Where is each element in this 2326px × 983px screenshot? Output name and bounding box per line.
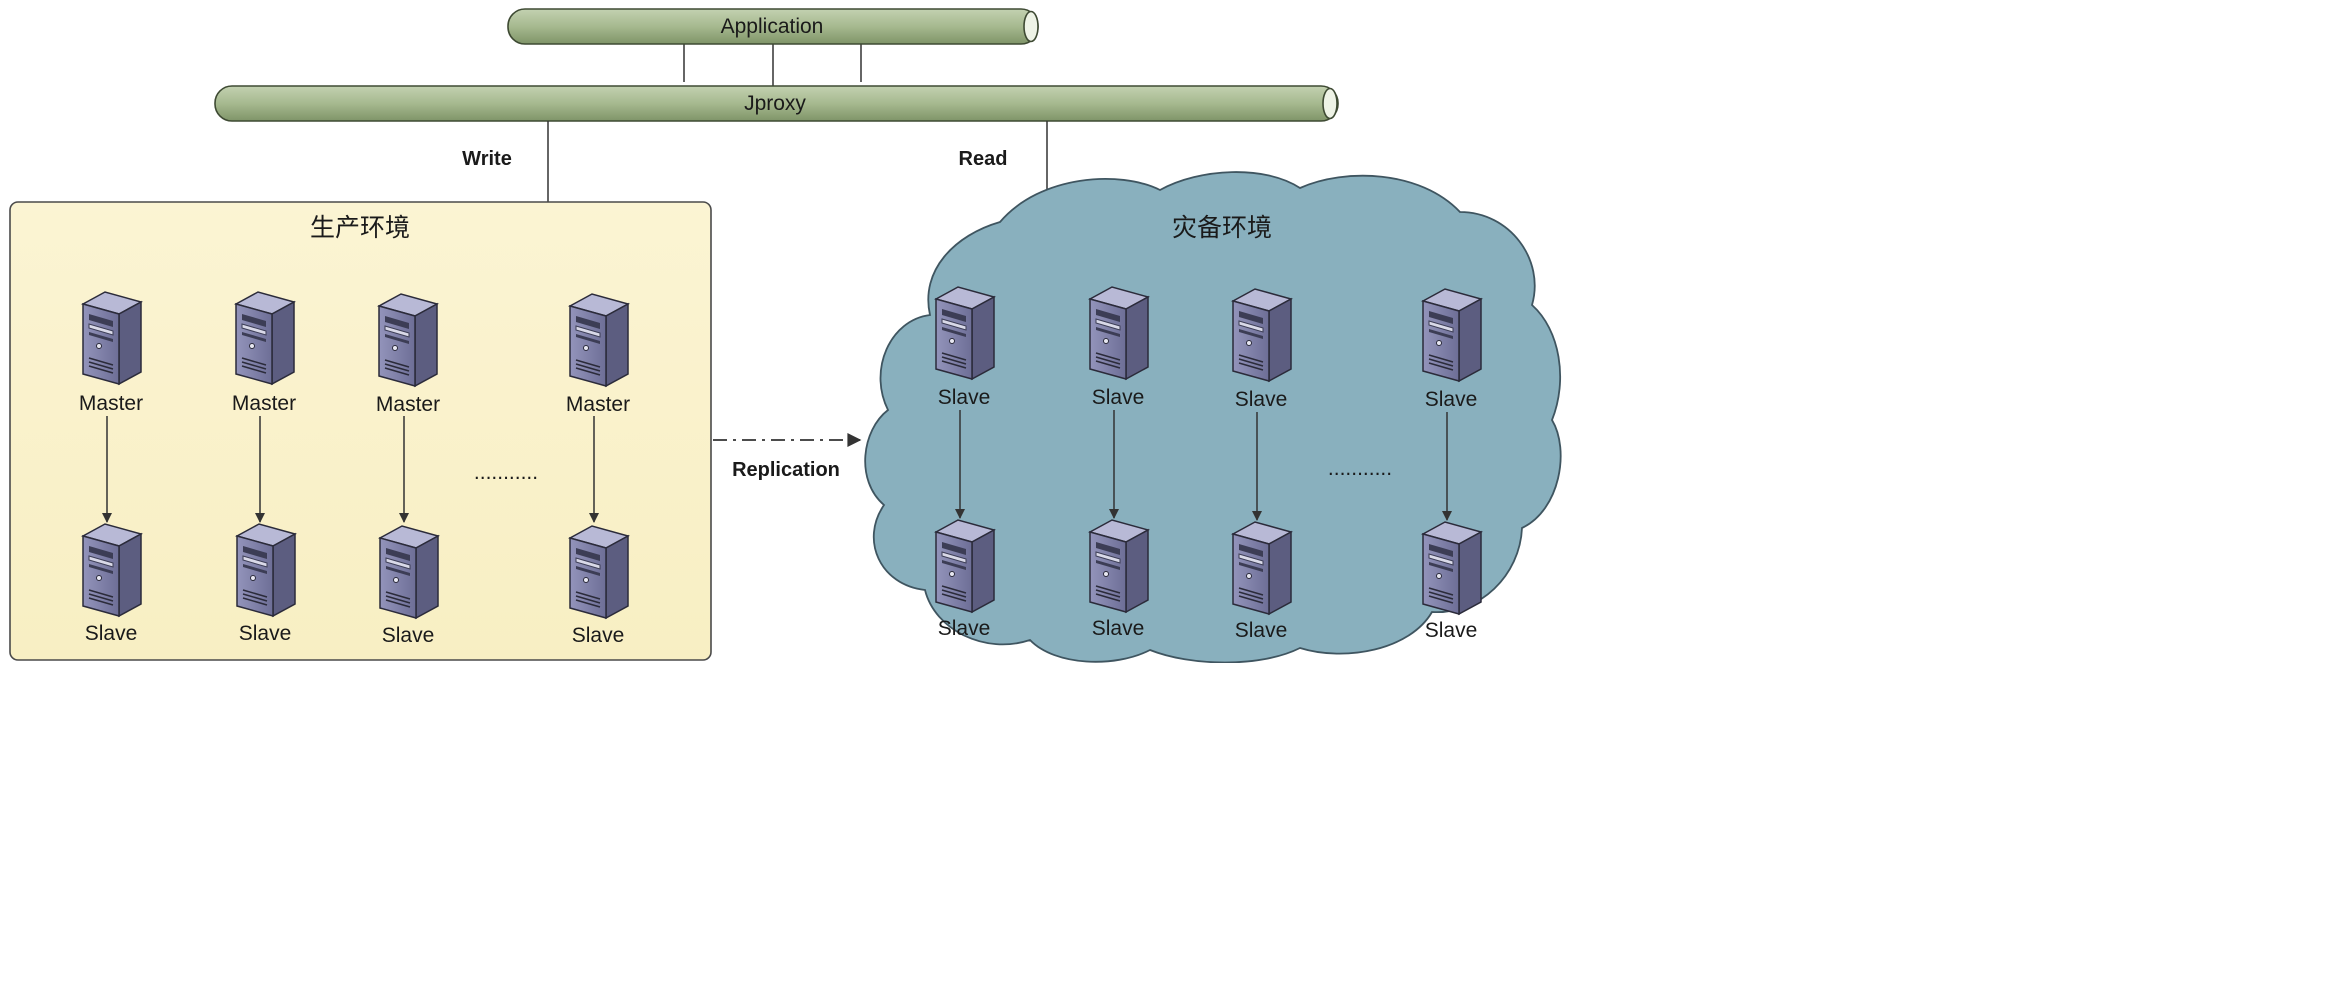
slave-server-icon <box>82 523 142 617</box>
dr-group-2: Slave Slave <box>1089 286 1149 640</box>
slave-server-icon <box>1089 286 1149 380</box>
master-label: Master <box>79 392 143 415</box>
read-label: Read <box>959 148 1008 170</box>
slave-server-icon <box>1422 288 1482 382</box>
slave-label: Slave <box>572 624 625 647</box>
jproxy-label: Jproxy <box>744 92 806 115</box>
production-group-2: Master Slave <box>232 291 296 645</box>
master-label: Master <box>376 393 440 416</box>
slave-label: Slave <box>85 622 138 645</box>
production-group-3: Master Slave <box>376 293 440 647</box>
slave-server-icon <box>935 519 995 613</box>
master-server-icon <box>378 293 438 387</box>
slave-label: Slave <box>938 386 991 409</box>
dr-group-1: Slave Slave <box>935 286 995 640</box>
production-ellipsis: ........... <box>474 461 538 484</box>
slave-label: Slave <box>1235 388 1288 411</box>
slave-server-icon <box>569 525 629 619</box>
production-title: 生产环境 <box>310 213 410 242</box>
slave-label: Slave <box>1425 388 1478 411</box>
slave-server-icon <box>1422 521 1482 615</box>
master-server-icon <box>235 291 295 385</box>
slave-server-icon <box>236 523 296 617</box>
master-label: Master <box>232 392 296 415</box>
slave-server-icon <box>379 525 439 619</box>
slave-label: Slave <box>1092 386 1145 409</box>
application-bar: Application <box>507 8 1039 45</box>
jproxy-bar: Jproxy <box>214 85 1339 122</box>
disaster-recovery-cloud: 灾备环境 <box>864 171 1562 663</box>
master-server-icon <box>569 293 629 387</box>
slave-label: Slave <box>239 622 292 645</box>
master-server-icon <box>82 291 142 385</box>
slave-label: Slave <box>1235 619 1288 642</box>
slave-server-icon <box>1232 521 1292 615</box>
production-environment: 生产环境 <box>9 201 712 661</box>
slave-server-icon <box>1232 288 1292 382</box>
slave-label: Slave <box>1425 619 1478 642</box>
replication-label: Replication <box>732 459 840 481</box>
dr-group-4: Slave Slave <box>1422 288 1482 642</box>
dr-group-3: Slave Slave <box>1232 288 1292 642</box>
slave-server-icon <box>1089 519 1149 613</box>
architecture-diagram: Application Jproxy Write Read 生产环境 灾备环境 … <box>9 8 1562 663</box>
application-label: Application <box>721 15 824 38</box>
production-group-1: Master Slave <box>79 291 143 645</box>
write-label: Write <box>462 148 512 170</box>
slave-server-icon <box>935 286 995 380</box>
slave-label: Slave <box>382 624 435 647</box>
dr-ellipsis: ........... <box>1328 457 1392 480</box>
production-group-4: Master Slave <box>566 293 630 647</box>
slave-label: Slave <box>1092 617 1145 640</box>
master-label: Master <box>566 393 630 416</box>
slave-label: Slave <box>938 617 991 640</box>
disaster-title: 灾备环境 <box>1172 213 1272 242</box>
